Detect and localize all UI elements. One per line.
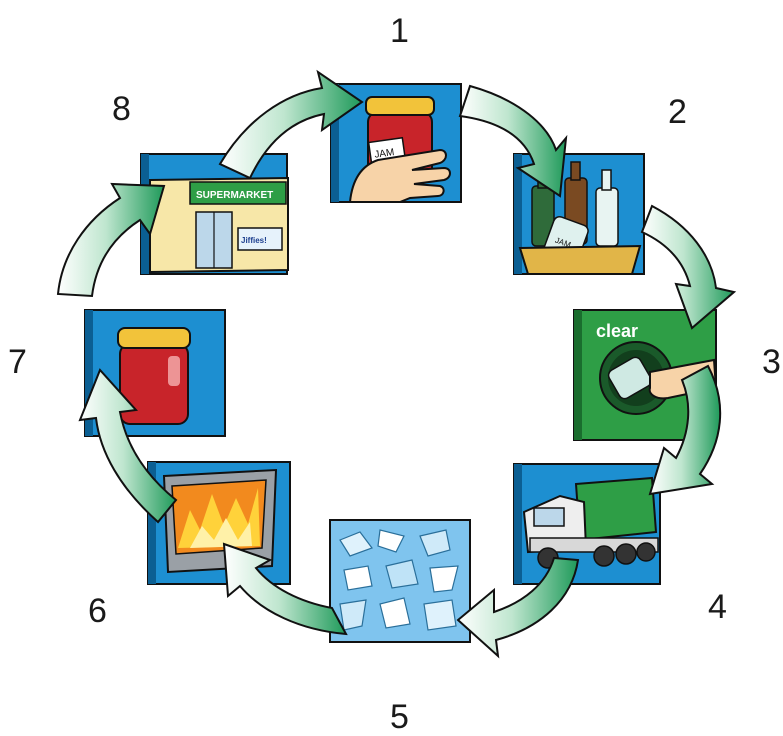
step-number-8: 8 <box>112 90 131 128</box>
step-number-7: 7 <box>8 343 27 381</box>
cycle-arrows <box>56 69 737 659</box>
arrow-7-to-8 <box>56 182 166 298</box>
arrow-1-to-2 <box>458 84 568 198</box>
arrow-2-to-3 <box>640 204 737 330</box>
supermarket-sign: SUPERMARKET <box>196 190 273 201</box>
panel-step-6-glass-furnace <box>147 461 291 585</box>
bin-label-clear: clear <box>596 321 638 341</box>
arrow-5-to-6 <box>222 542 348 636</box>
step-number-3: 3 <box>762 343 781 381</box>
step-number-5: 5 <box>390 698 409 736</box>
arrow-3-to-4 <box>648 364 722 496</box>
arrow-4-to-5 <box>456 556 580 659</box>
step-number-2: 2 <box>668 93 687 131</box>
step-number-4: 4 <box>708 588 727 626</box>
panel-step-1-jam-jar-in-hand: JAM <box>330 83 462 203</box>
arrow-8-to-1 <box>218 69 364 180</box>
panel-step-8-supermarket: SUPERMARKET Jiffies! <box>140 153 289 275</box>
panel-step-4-collection-truck <box>513 463 661 585</box>
store-poster: Jiffies! <box>241 236 267 245</box>
panel-step-5-crushed-glass <box>329 519 471 643</box>
step-number-6: 6 <box>88 592 107 630</box>
arrow-6-to-7 <box>78 368 178 524</box>
step-number-1: 1 <box>390 12 409 50</box>
